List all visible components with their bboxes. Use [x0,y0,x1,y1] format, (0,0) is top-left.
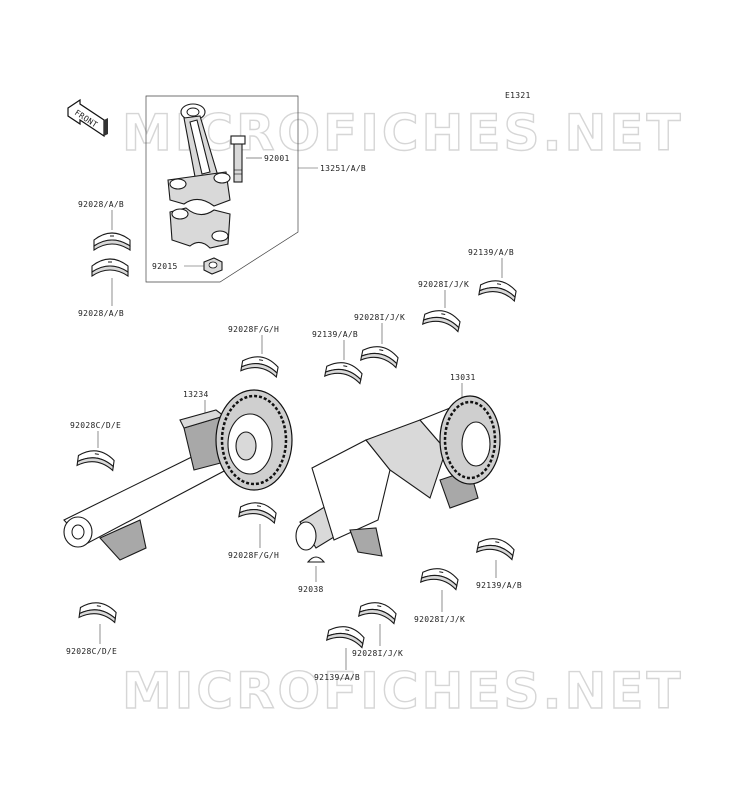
label-92028fgh-bottom: 92028F/G/H [228,551,279,560]
label-92001: 92001 [264,154,290,163]
watermark-bottom: MICROFICHES.NET [122,662,684,720]
label-92028cde-bottom: 92028C/D/E [66,647,117,656]
label-92139ab-2: 92139/A/B [312,330,358,339]
connecting-rod-assembly [145,95,299,283]
bearing-shell-92028ijk-1 [422,306,463,333]
label-92028cde-top: 92028C/D/E [70,421,121,430]
bearing-shell-92028ab-top [93,232,131,251]
bearing-shell-92028ab-bottom [91,258,129,277]
bearing-shell-92028fgh-top [240,353,280,378]
label-92139ab-3: 92139/A/B [476,581,522,590]
label-92028ijk-2: 92028I/J/K [354,313,405,322]
bearing-shell-92028ijk-4 [358,598,399,625]
crankshaft [295,395,501,557]
label-92015: 92015 [152,262,178,271]
label-92139ab-4: 92139/A/B [314,673,360,682]
label-92028ab-bottom: 92028/A/B [78,309,124,318]
label-13234: 13234 [183,390,209,399]
bearing-shell-92028ijk-3 [420,564,461,591]
label-92028ijk-1: 92028I/J/K [418,280,469,289]
woodruff-key [306,556,326,563]
watermark-top: MICROFICHES.NET [122,104,684,162]
front-arrow-icon: FRONT [67,98,108,138]
label-13031: 13031 [450,373,476,382]
bearing-shell-92139ab-2 [324,358,365,385]
bearing-shell-92139ab-1 [478,277,518,302]
bearing-shell-92028cde-top [76,448,116,471]
bearing-shell-92139ab-3 [476,534,517,561]
label-92028fgh-top: 92028F/G/H [228,325,279,334]
bearing-shell-92028fgh-bottom [238,499,278,524]
label-92038: 92038 [298,585,324,594]
label-92139ab-1: 92139/A/B [468,248,514,257]
bearing-shell-92028cde-bottom [78,600,118,623]
bearing-shell-92139ab-4 [326,622,367,649]
label-13251: 13251/A/B [320,164,366,173]
label-92028ijk-3: 92028I/J/K [414,615,465,624]
label-92028ijk-4: 92028I/J/K [352,649,403,658]
bearing-shell-92028ijk-2 [360,342,401,369]
balancer-shaft [63,389,293,561]
label-92028ab-top: 92028/A/B [78,200,124,209]
diagram-code: E1321 [505,91,531,100]
